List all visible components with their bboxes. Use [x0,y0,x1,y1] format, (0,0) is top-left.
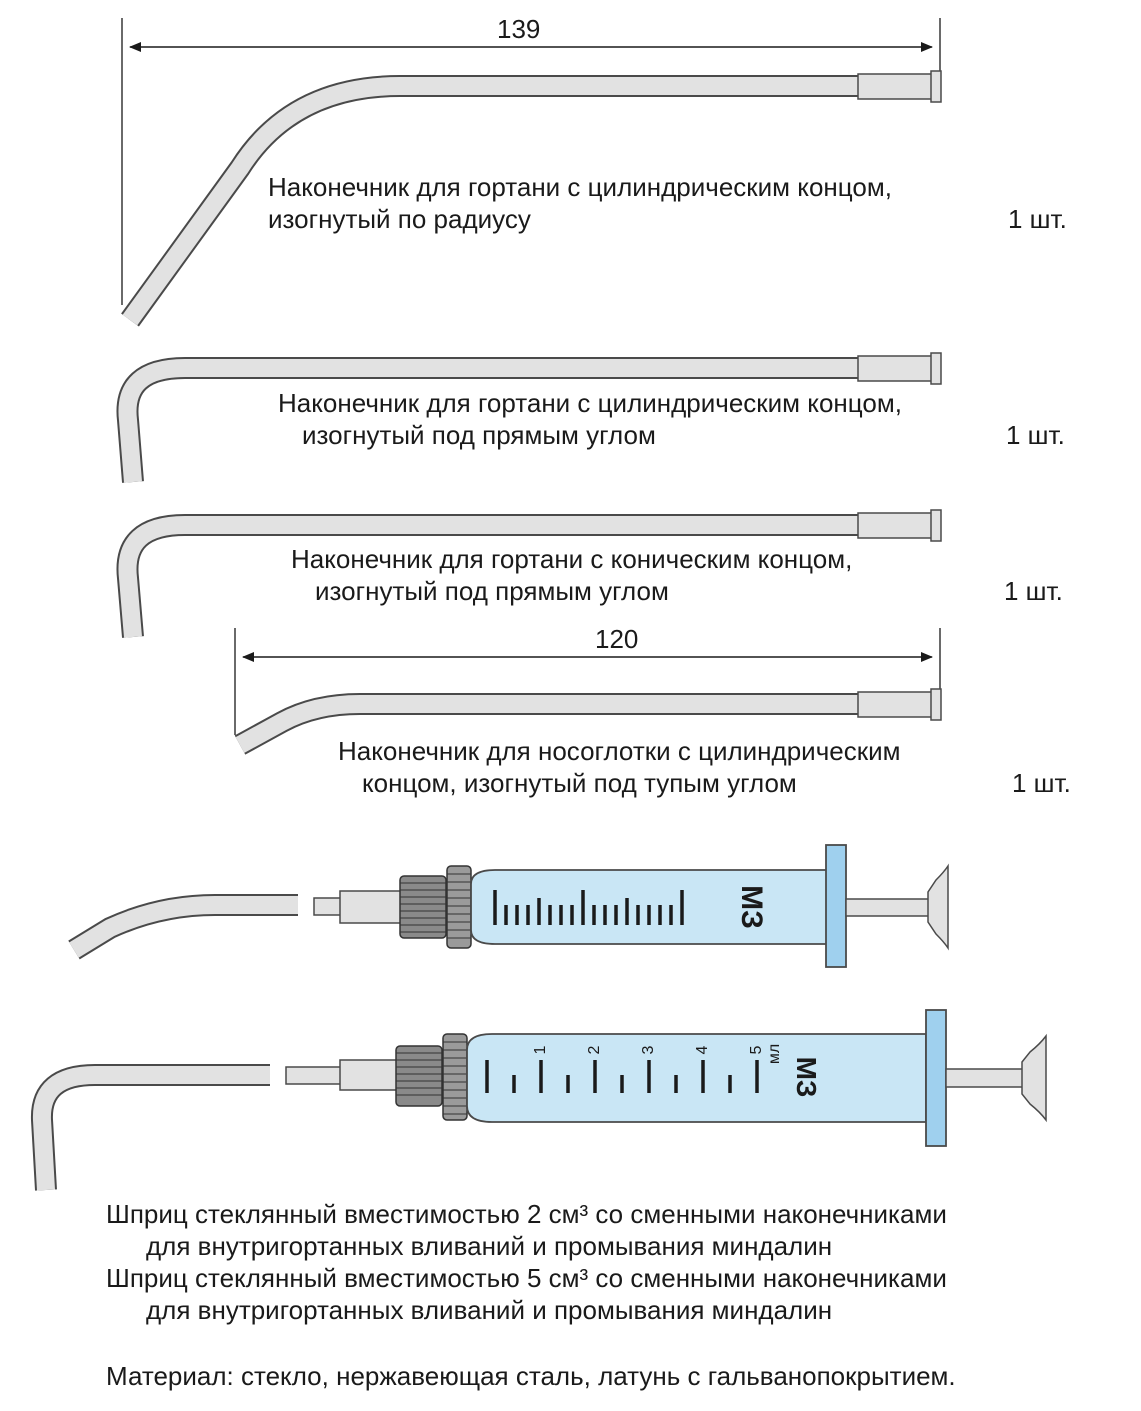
tube-body [118,516,860,638]
dimension-label-139: 139 [497,14,541,44]
tip-collar [930,509,942,542]
tip-1-drawing [121,70,942,327]
plunger-rod [945,1068,1025,1088]
scale-label-3: 3 [640,1045,657,1054]
tip-stub [285,1066,343,1085]
tip-cylinder [857,355,933,382]
tip-3-quantity: 1 шт. [1004,576,1063,606]
barrel-flange [825,844,847,968]
description-line-2: для внутригортанных вливаний и промывани… [146,1231,833,1261]
tip-4-quantity: 1 шт. [1012,768,1071,798]
tip-cylinder [857,512,933,539]
description-line-4: для внутригортанных вливаний и промывани… [146,1295,833,1325]
plunger-rod [845,898,931,917]
tip-stub [313,897,343,916]
barrel-scale [485,1060,759,1093]
tip-1-line-2: изогнутый по радиусу [268,204,531,234]
scale-label-2: 2 [586,1045,603,1054]
description-line-1: Шприц стеклянный вместимостью 2 см³ со с… [106,1199,947,1229]
tube-body [122,77,860,326]
tip-2-line-1: Наконечник для гортани с цилиндрическим … [278,388,902,418]
barrel-scale [493,890,684,925]
dimension-120 [234,628,941,735]
syringe-logo: МЗ [735,885,768,929]
tip-cylinder [857,691,933,718]
luer-adapter [339,1059,399,1091]
tip-tube-body [32,1066,270,1191]
tip-2-quantity: 1 шт. [1006,420,1065,450]
scale-label-1: 1 [532,1045,549,1054]
knurled-ring [442,1033,468,1121]
luer-adapter [339,890,403,924]
plunger-thumb-rest [927,863,949,951]
syringe-5ml: 1 2 3 4 5 мл МЗ [30,1009,1047,1191]
material-note: Материал: стекло, нержавеющая сталь, лат… [106,1361,956,1391]
tip-1-line-1: Наконечник для гортани с цилиндрическим … [268,172,892,202]
tube-body [118,359,860,483]
tip-2-drawing [116,352,942,483]
barrel-flange [925,1009,947,1147]
tip-4-drawing [234,688,942,755]
tip-3-line-1: Наконечник для гортани с коническим конц… [291,544,853,574]
tip-3-drawing [116,509,942,638]
tip-collar [930,70,942,103]
scale-numbers: 1 2 3 4 5 мл [532,1044,783,1064]
tip-1-quantity: 1 шт. [1008,204,1067,234]
scale-label-4: 4 [694,1045,711,1054]
knurled-nut [395,1045,443,1107]
scale-label-5: 5 [748,1045,765,1054]
tip-4-line-2: концом, изогнутый под тупым углом [362,768,797,798]
tip-cylinder [857,73,933,100]
knurled-ring [446,865,472,949]
tip-3-line-2: изогнутый под прямым углом [315,576,669,606]
tip-collar [930,352,942,385]
tip-collar [930,688,942,721]
syringe-2ml: МЗ [68,844,949,968]
tip-4-line-1: Наконечник для носоглотки с цилиндрическ… [338,736,901,766]
tip-2-line-2: изогнутый под прямым углом [302,420,656,450]
dimension-label-120: 120 [595,624,639,654]
syringe-logo: МЗ [791,1057,822,1098]
knurled-nut [399,875,447,939]
tip-tube-body [69,896,298,958]
tube-body [235,695,860,753]
description-line-3: Шприц стеклянный вместимостью 5 см³ со с… [106,1263,947,1293]
plunger-thumb-rest [1021,1033,1047,1123]
scale-unit: мл [766,1044,783,1064]
tip-tube-outline [30,1064,270,1191]
dimension-139 [121,18,941,305]
